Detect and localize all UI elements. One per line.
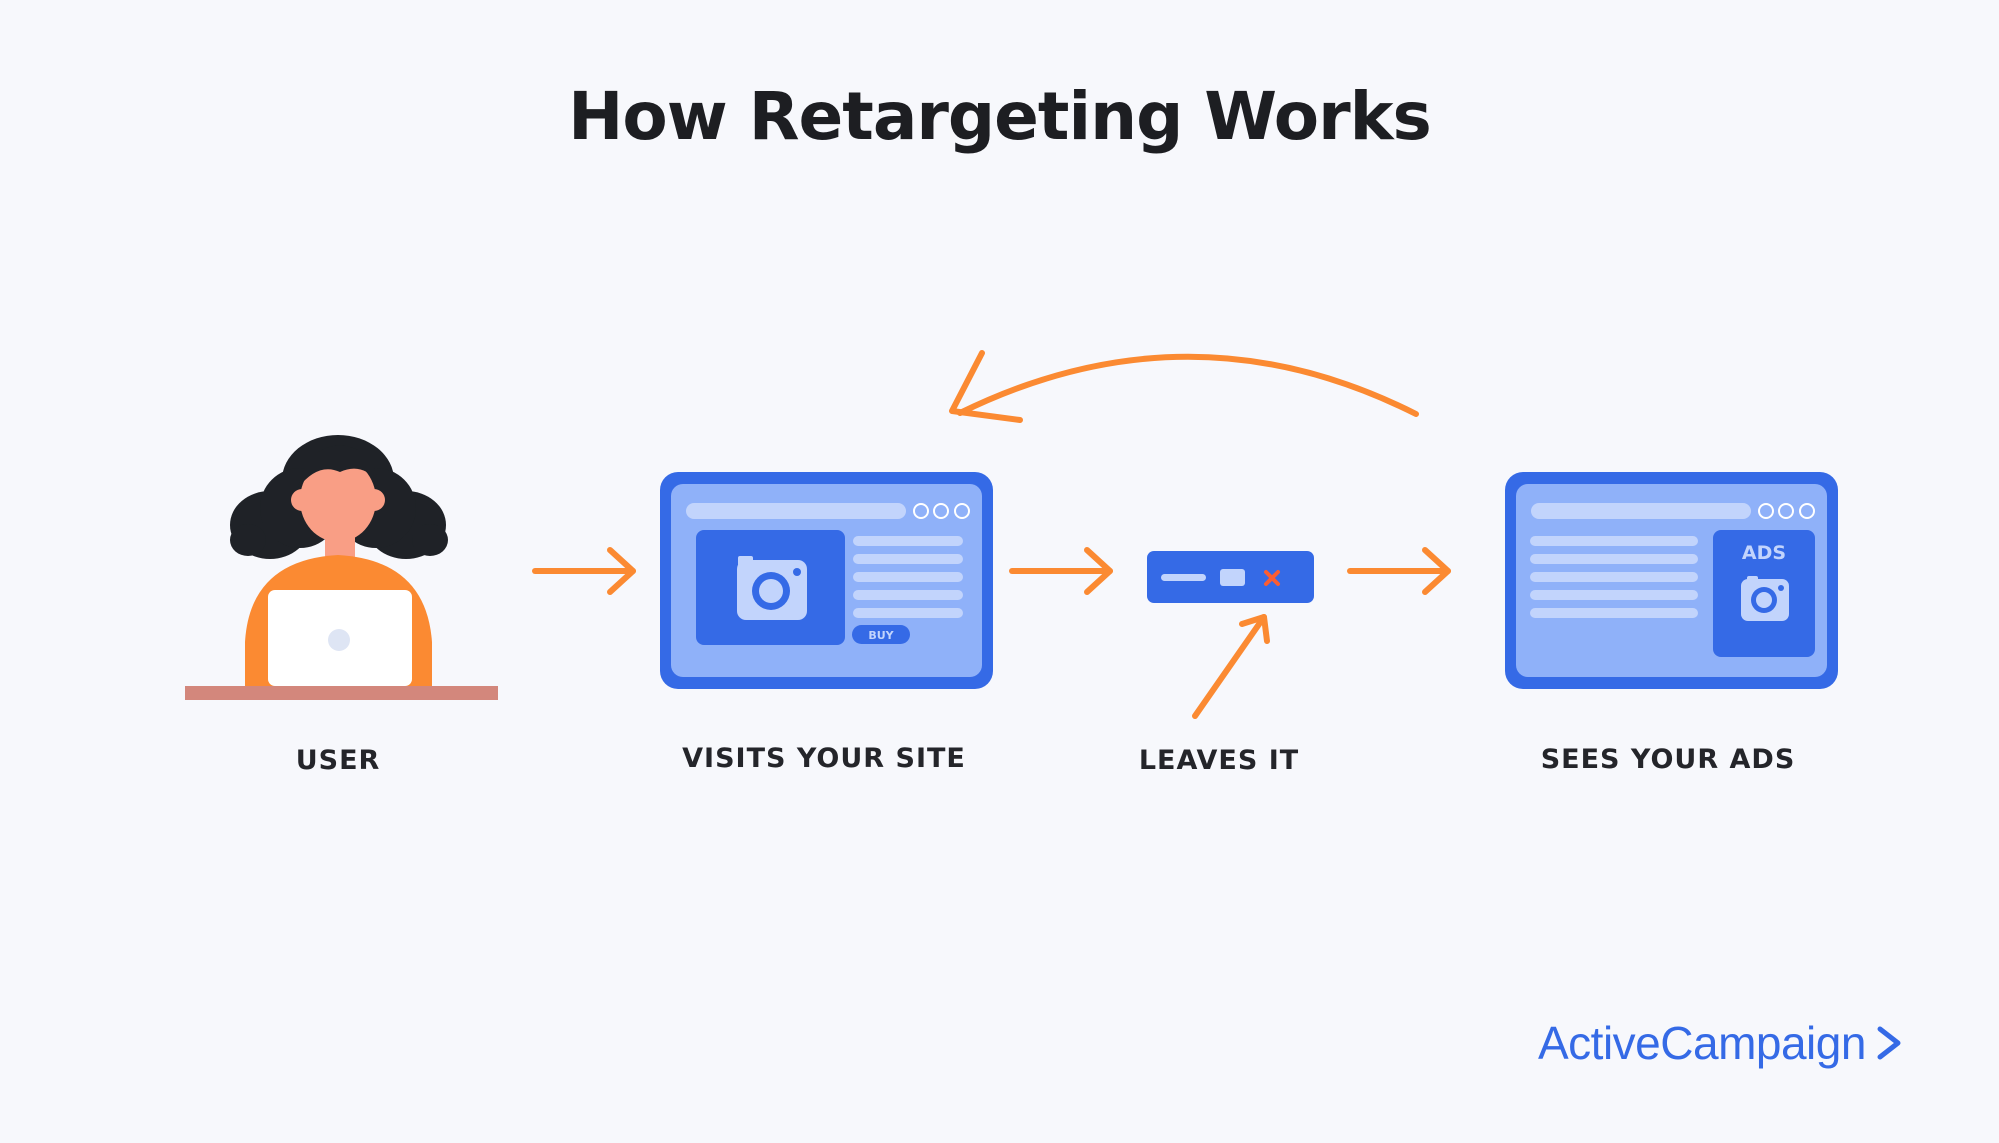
address-bar: [1531, 503, 1751, 519]
website-window-icon: BUY: [660, 472, 993, 689]
text-lines: [1530, 536, 1698, 618]
address-bar: [686, 503, 906, 519]
arrow-ads-back-to-site: [949, 350, 1419, 423]
arrow-cursor-to-close: [1192, 614, 1270, 719]
close-bar-icon: [1147, 551, 1314, 603]
arrow-user-to-site: [532, 547, 636, 595]
head: [291, 458, 385, 542]
chevron-right-icon: [1877, 1026, 1901, 1060]
window-dots: [913, 503, 970, 519]
camera-icon: [1741, 576, 1789, 621]
brand-name: ActiveCampaign: [1538, 1017, 1866, 1069]
ads-window-icon: ADS: [1505, 472, 1838, 689]
desk: [185, 686, 498, 700]
page-title: How Retargeting Works: [568, 78, 1432, 155]
step-label-user: USER: [295, 745, 381, 776]
arrow-site-to-leave: [1009, 547, 1113, 595]
buy-label: BUY: [868, 629, 894, 642]
text-lines: [853, 536, 963, 618]
person-laptop-icon: [185, 435, 498, 700]
brand-logo: ActiveCampaign: [1538, 1016, 1904, 1070]
bar-dash: [1161, 574, 1206, 581]
step-label-ads: SEES YOUR ADS: [1540, 744, 1796, 775]
bangs-shape: [298, 445, 378, 488]
step-label-visits: VISITS YOUR SITE: [682, 743, 966, 774]
bar-box: [1220, 569, 1245, 586]
window-dots: [1758, 503, 1815, 519]
arrow-leave-to-ads: [1347, 547, 1451, 595]
camera-icon: [737, 556, 807, 620]
laptop-logo: [328, 629, 350, 651]
step-label-leaves: LEAVES IT: [1138, 745, 1300, 776]
close-icon: [1264, 570, 1280, 586]
buy-button: [852, 625, 910, 644]
ads-label: ADS: [1742, 542, 1786, 564]
